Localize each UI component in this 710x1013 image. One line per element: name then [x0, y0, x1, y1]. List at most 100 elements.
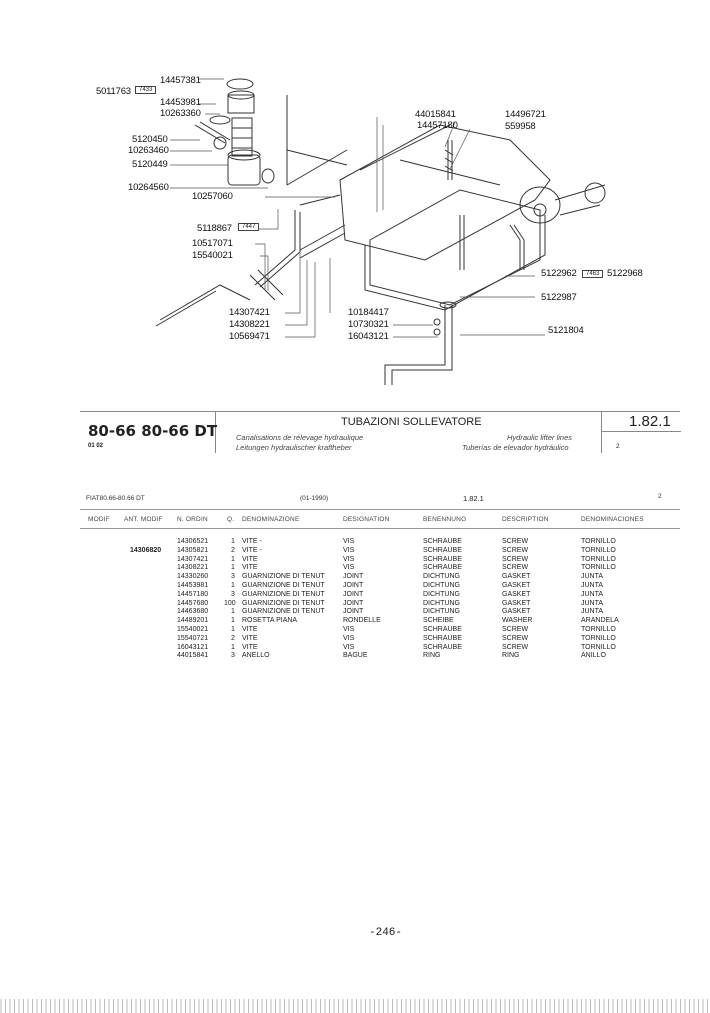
part-label: 5118867 — [197, 223, 232, 234]
table-cell: DICHTUNG — [423, 582, 460, 589]
table-cell: VITE - — [242, 546, 262, 554]
table-cell: VITE — [242, 564, 258, 572]
table-cell: SCHRAUBE — [423, 564, 462, 572]
table-cell: VITE — [242, 626, 258, 633]
table-cell: SCREW — [502, 643, 529, 651]
table-cell: WASHER — [502, 617, 533, 625]
table-cell: JOINT — [343, 582, 364, 589]
page-number: -246- — [369, 927, 403, 939]
list-sheet: 2 — [658, 493, 662, 500]
plug-icon — [227, 94, 255, 114]
table-cell: SCREW — [502, 564, 529, 572]
table-cell: TORNILLO — [581, 546, 616, 554]
part-label: 14496721 — [505, 109, 546, 120]
table-cell: VITE - — [242, 538, 262, 545]
model-code: 01 02 — [88, 443, 104, 449]
table-cell: GUARNIZIONE DI TENUT — [242, 590, 325, 598]
part-label: 14457180 — [417, 120, 458, 131]
column-header: DENOMINAZIONE — [242, 516, 300, 523]
part-label: 10257060 — [192, 191, 233, 202]
table-cell: TORNILLO — [581, 626, 616, 633]
title-de: Leitungen hydraulischer kraftheber — [236, 443, 352, 452]
list-date: (01-1990) — [300, 495, 329, 502]
table-cell: 3 — [231, 590, 235, 598]
table-cell: DICHTUNG — [423, 590, 460, 598]
part-label: 10263360 — [160, 108, 201, 119]
table-cell: 14306820 — [130, 546, 162, 554]
table-cell: DICHTUNG — [423, 573, 460, 581]
table-cell: VITE — [242, 634, 258, 642]
part-label: 10517071 — [192, 238, 233, 249]
table-cell: TORNILLO — [581, 564, 616, 572]
title-block-top-rule — [80, 411, 680, 412]
table-cell: GUARNIZIONE DI TENUT — [242, 573, 325, 581]
table-cell: 14457680 — [177, 599, 209, 607]
column-header: Q. — [227, 516, 235, 523]
table-cell: JUNTA — [581, 590, 604, 598]
table-cell: VIS — [343, 643, 355, 651]
table-cell: SCREW — [502, 626, 529, 633]
part-label: 10569471 — [229, 331, 270, 342]
model-title: 80-66 80-66 DT — [88, 422, 218, 440]
table-cell: GUARNIZIONE DI TENUT — [242, 599, 325, 607]
list-section: 1.82.1 — [463, 494, 484, 503]
part-label: 5122987 — [541, 292, 577, 303]
table-cell: 14457180 — [177, 590, 209, 598]
table-cell: SCHEIBE — [423, 617, 454, 625]
title-fr: Canalisations de rélevage hydraulique — [236, 433, 364, 442]
table-cell: 15540721 — [177, 634, 209, 642]
column-header: N. ORDIN — [177, 516, 208, 523]
part-label: 10264560 — [128, 182, 169, 193]
table-cell: SCHRAUBE — [423, 555, 462, 563]
table-cell: VIS — [343, 634, 355, 642]
table-cell: 14307421 — [177, 555, 209, 563]
part-label: 14457381 — [160, 75, 201, 86]
list-top-rule — [80, 509, 680, 510]
ref-box: 7433 — [135, 86, 157, 94]
part-label: 5122962 — [541, 268, 577, 279]
list-header-rule — [80, 528, 680, 529]
table-cell: GASKET — [502, 582, 531, 589]
table-cell: 44015841 — [177, 652, 209, 660]
section-title: TUBAZIONI SOLLEVATORE — [341, 416, 482, 428]
part-label: 15540021 — [192, 250, 233, 261]
part-label: 14453981 — [160, 97, 201, 108]
table-cell: 1 — [231, 555, 235, 563]
table-cell: 2 — [231, 634, 235, 642]
table-cell: SCREW — [502, 555, 529, 563]
part-label: 5011763 — [96, 86, 131, 97]
table-cell: 1 — [231, 617, 235, 625]
table-cell: VITE — [242, 555, 258, 563]
part-label: 10184417 — [348, 307, 389, 318]
part-label: 5122968 — [607, 268, 643, 279]
table-cell: RONDELLE — [343, 617, 381, 625]
column-header: DENOMINACIONES — [581, 516, 644, 523]
part-label: 5120450 — [132, 134, 168, 145]
table-cell: VIS — [343, 626, 355, 633]
table-cell: JUNTA — [581, 599, 604, 607]
table-cell: 14453981 — [177, 582, 209, 589]
table-cell: VIS — [343, 546, 355, 554]
seal-ring-icon — [226, 78, 254, 90]
table-cell: 1 — [231, 582, 235, 589]
table-cell: SCREW — [502, 546, 529, 554]
table-cell: 16043121 — [177, 643, 209, 651]
part-label: 10263460 — [128, 145, 169, 156]
section-number: 1.82.1 — [629, 413, 671, 430]
table-cell: 14330260 — [177, 573, 209, 581]
table-cell: 14489201 — [177, 617, 209, 625]
table-cell: GUARNIZIONE DI TENUT — [242, 582, 325, 589]
table-cell: 1 — [231, 643, 235, 651]
column-header: ANT. MODIF — [124, 516, 163, 523]
table-cell: 14463680 — [177, 608, 209, 616]
table-cell: 100 — [224, 599, 236, 607]
table-cell: JOINT — [343, 608, 364, 616]
table-cell: TORNILLO — [581, 634, 616, 642]
table-cell: TORNILLO — [581, 643, 616, 651]
part-label: 5120449 — [132, 159, 168, 170]
valve-body-icon — [227, 154, 261, 186]
title-es: Tuberías de elevador hydráulico — [462, 443, 569, 452]
scan-edge — [0, 999, 710, 1013]
table-cell: 3 — [231, 652, 235, 660]
column-header: DESCRIPTION — [502, 516, 549, 523]
